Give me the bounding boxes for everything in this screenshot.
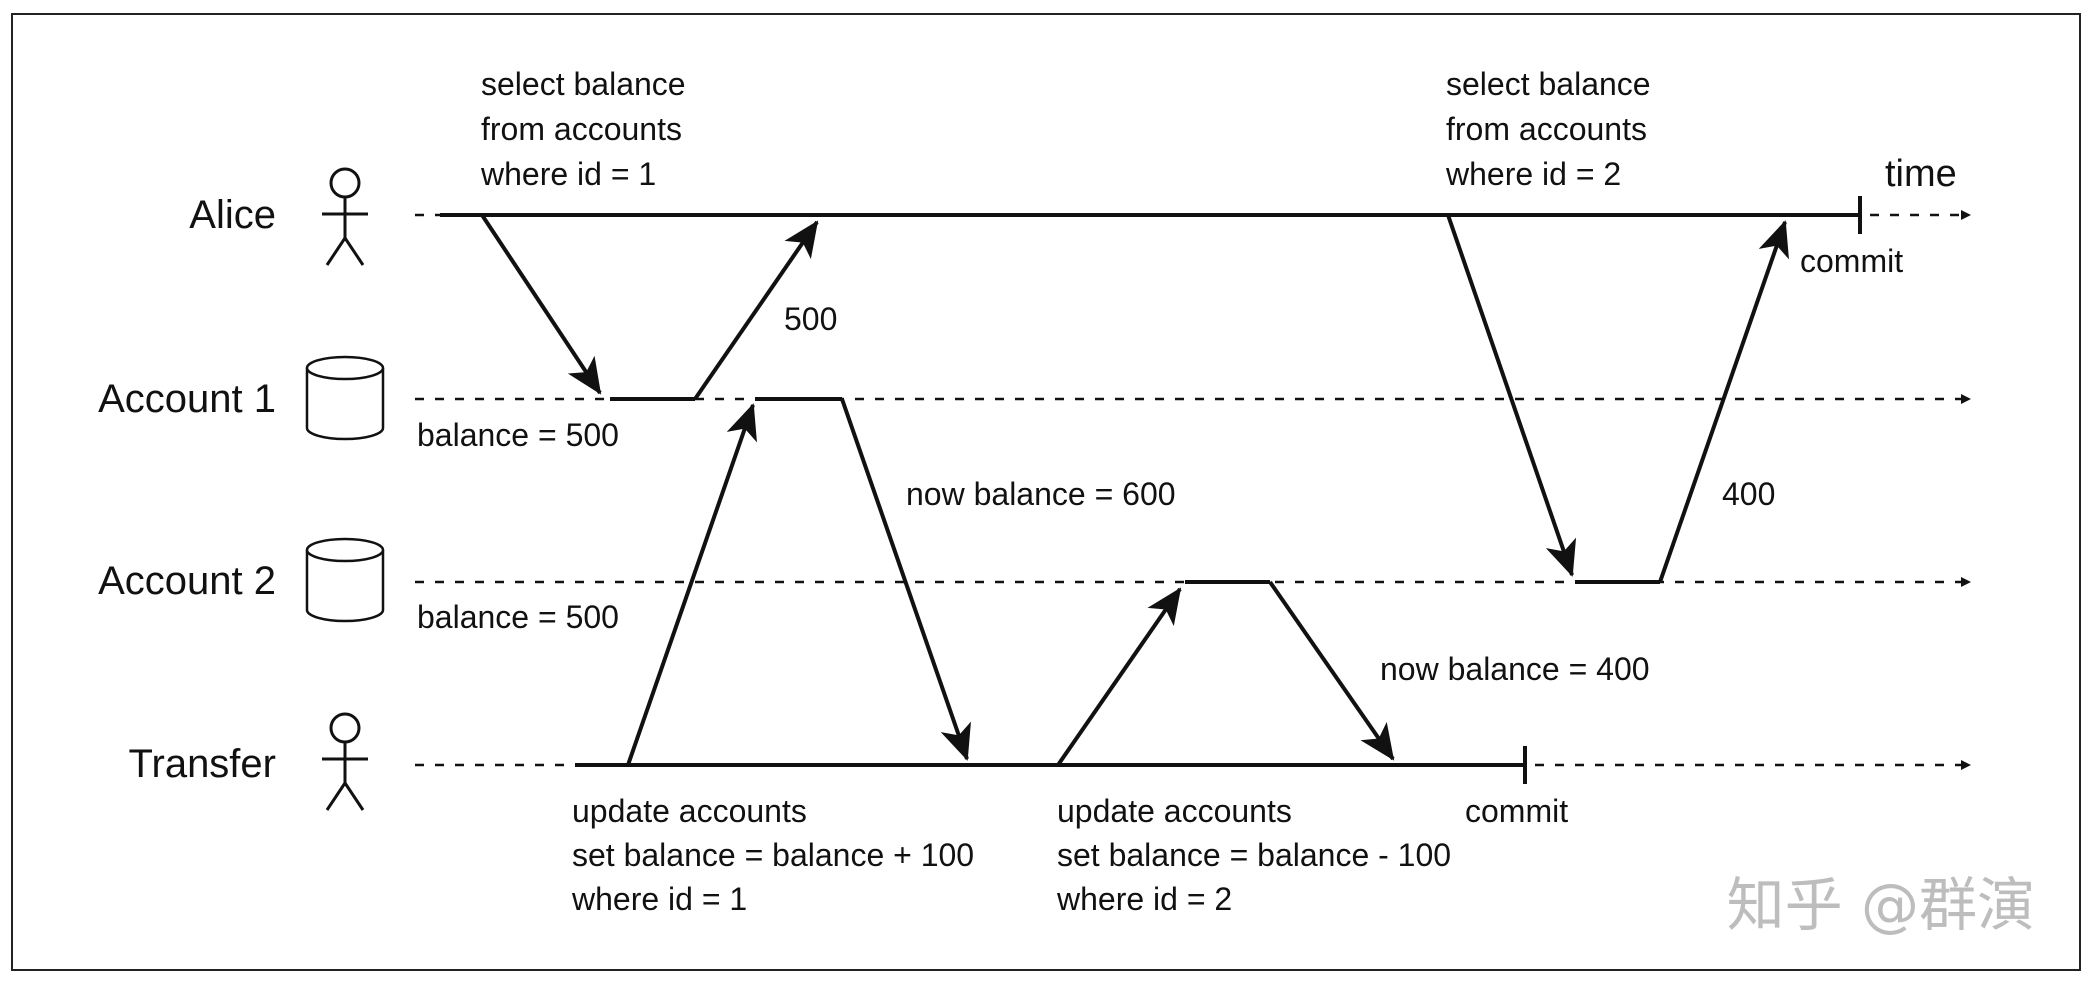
transfer-update-1: update accounts set balance = balance + … [571,793,983,917]
transfer-update-2-line-1: update accounts [1057,793,1292,829]
transfer-update-2: update accounts set balance = balance - … [1056,793,1460,917]
transfer-person-icon [322,712,368,811]
figure-frame [11,13,2081,971]
alice-person-icon [322,167,368,266]
arrow-account-2-reply-400 [1658,220,1789,583]
transfer-update-1-line-2: set balance = balance + 100 [572,837,974,873]
alice-query-2-line-1: select balance [1446,66,1651,102]
time-axis-label: time [1885,153,1957,195]
alice-query-1-line-1: select balance [481,66,686,102]
arrow-account-1-reply-500 [693,220,819,401]
lane-label-account-1: Account 1 [98,377,276,421]
alice-query-1-line-3: where id = 1 [480,156,656,192]
watermark: 知乎 @群演 [1727,871,2035,939]
lane-label-account-2: Account 2 [98,559,276,603]
account-2-new-balance: now balance = 400 [1380,651,1650,687]
lane-label-alice: Alice [189,193,276,237]
arrow-account-2-ack [1268,580,1395,761]
arrow-alice-query-2 [1446,214,1577,577]
arrow-alice-query-1 [480,213,602,395]
transfer-update-1-line-3: where id = 1 [571,881,747,917]
account-2-database-icon [305,537,385,623]
alice-query-2-line-3: where id = 2 [1445,156,1621,192]
alice-query-2-line-2: from accounts [1446,111,1647,147]
transfer-update-2-line-2: set balance = balance - 100 [1057,837,1451,873]
arrow-account-1-ack [840,398,971,761]
transfer-update-1-line-1: update accounts [572,793,807,829]
account-2-initial-balance: balance = 500 [417,599,619,635]
arrow-transfer-update-1 [626,403,757,766]
arrow-transfer-update-2 [1056,587,1182,767]
account-1-initial-balance: balance = 500 [417,417,619,453]
reply-value-500: 500 [784,301,837,337]
account-1-database-icon [305,355,385,441]
reply-value-400: 400 [1722,476,1775,512]
transfer-commit-label: commit [1465,793,1568,829]
lane-label-transfer: Transfer [129,742,276,786]
alice-query-1-line-2: from accounts [481,111,682,147]
transfer-update-2-line-3: where id = 2 [1056,881,1232,917]
account-1-new-balance: now balance = 600 [906,476,1176,512]
alice-commit-label: commit [1800,243,1903,279]
alice-query-1: select balance from accounts where id = … [480,66,694,192]
alice-query-2: select balance from accounts where id = … [1445,66,1659,192]
